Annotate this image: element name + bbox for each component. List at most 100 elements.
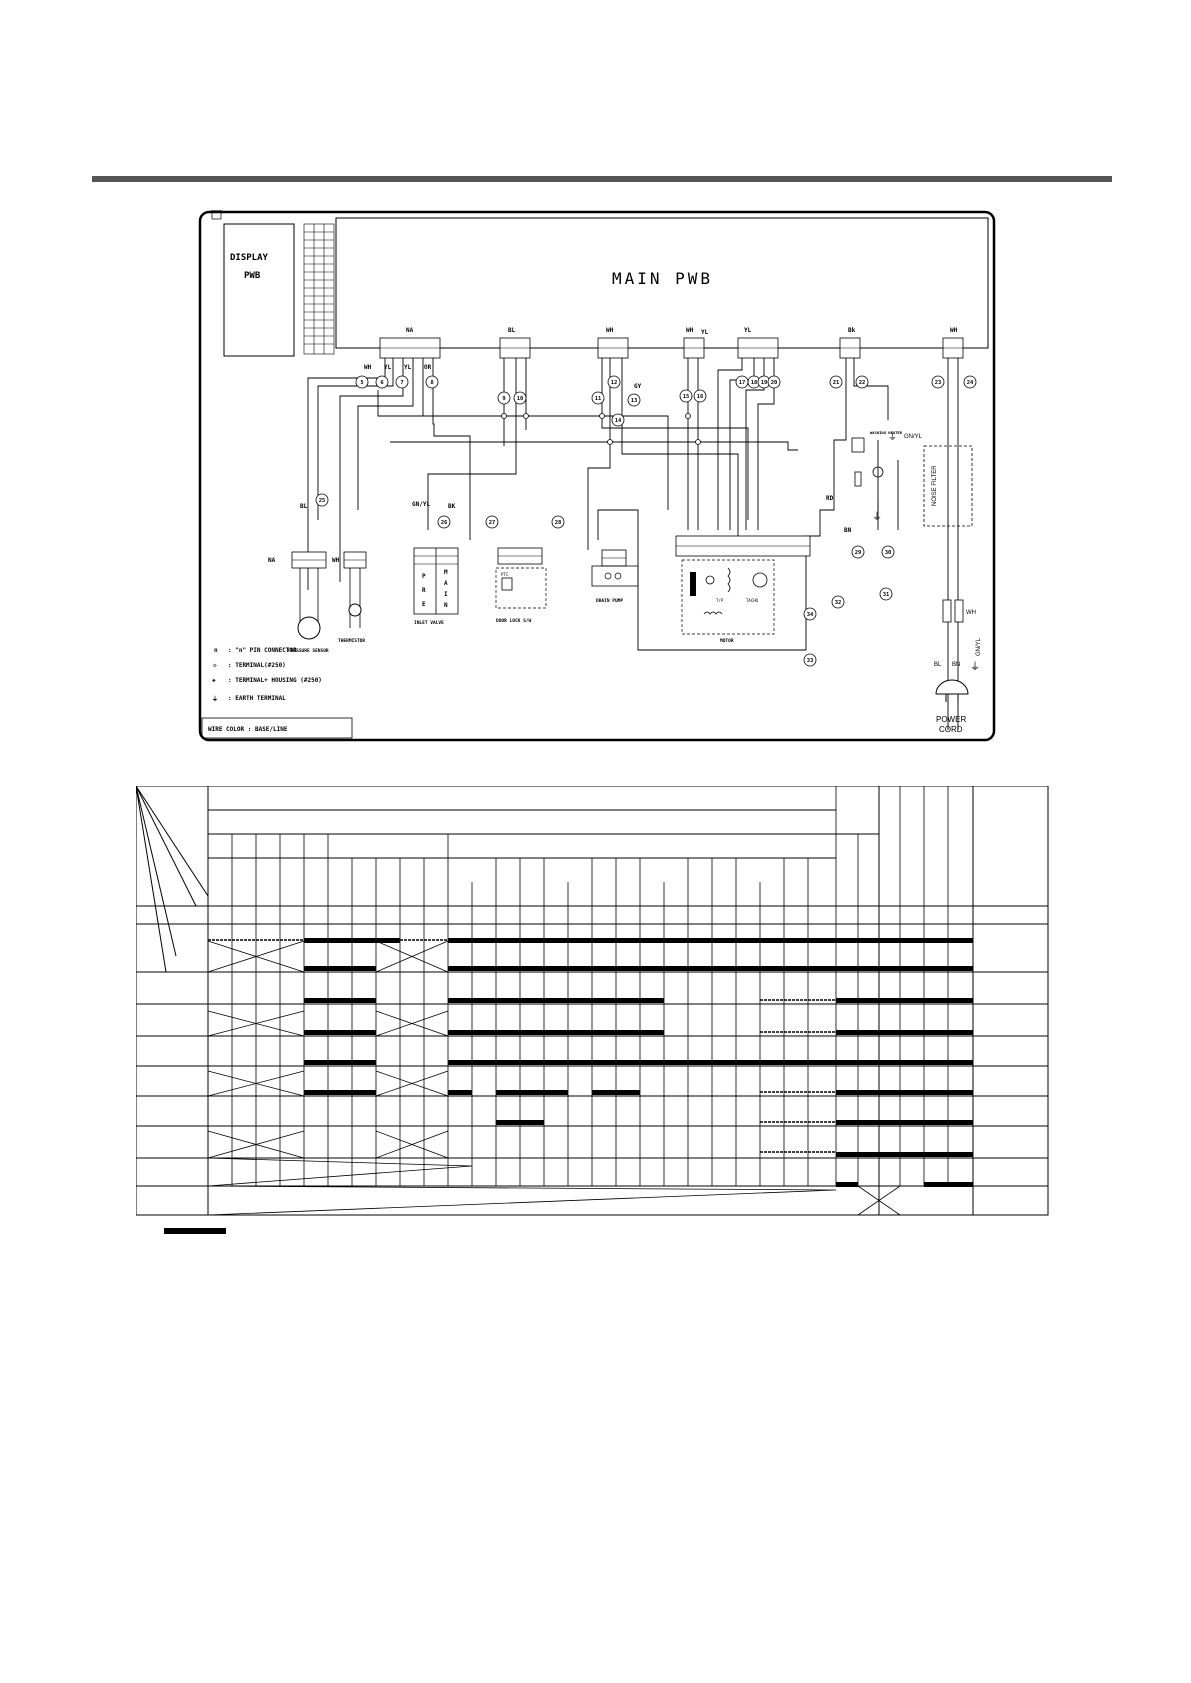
wire-color-note: WIRE COLOR : BASE/LINE bbox=[208, 726, 288, 733]
thermistor-label: THERMISTOR bbox=[338, 638, 365, 644]
circle-number: 13 bbox=[631, 398, 638, 404]
main-letter: N bbox=[444, 602, 448, 609]
circle-number: 14 bbox=[615, 418, 622, 424]
tp-label: T/P bbox=[716, 598, 724, 603]
timing-legend bbox=[164, 1228, 226, 1234]
circle-number: 28 bbox=[555, 520, 562, 526]
timing-chart bbox=[136, 786, 1049, 1234]
connector-bk-label: Bk bbox=[848, 327, 856, 334]
door-lock-label: DOOR LOCK S/W bbox=[496, 618, 532, 624]
circle-number: 19 bbox=[761, 380, 768, 386]
wire-color-box bbox=[201, 717, 353, 739]
wire-label: BK bbox=[448, 503, 456, 510]
power-bn-label: BN bbox=[952, 662, 960, 668]
legend-text: : EARTH TERMINAL bbox=[228, 695, 286, 702]
circle-number: 30 bbox=[885, 550, 892, 556]
circle-number: 32 bbox=[835, 600, 842, 606]
main-letter: M bbox=[444, 569, 448, 576]
circle-number: 17 bbox=[739, 380, 746, 386]
timing-cross-marks bbox=[207, 940, 901, 1216]
wire-hops bbox=[501, 413, 701, 445]
circle-number: 15 bbox=[683, 394, 690, 400]
circle-number: 22 bbox=[859, 380, 866, 386]
legend: n : "n" PIN CONNECTOR ◇ : TERMINAL(#250)… bbox=[211, 210, 322, 703]
diagram-frame bbox=[198, 210, 996, 742]
noise-filter-label: NOISE FILTER bbox=[932, 465, 938, 506]
ptc-label: PTC bbox=[501, 572, 509, 577]
circle-number: 20 bbox=[771, 380, 778, 386]
legend-text: : "n" PIN CONNECTOR bbox=[228, 647, 297, 654]
circle-number: 27 bbox=[489, 520, 496, 526]
legend-text: : TERMINAL+ HOUSING (#250) bbox=[228, 677, 322, 684]
connector-bk: Bk bbox=[839, 327, 861, 359]
noise-earth-icon: ⏚ bbox=[888, 432, 897, 443]
circle-number: 31 bbox=[883, 592, 890, 598]
thermistor: WH THERMISTOR bbox=[332, 551, 367, 644]
main-letter: I bbox=[444, 591, 448, 598]
power-gnyl-label: GN/YL bbox=[976, 637, 982, 656]
main-pwb-title: MAIN PWB bbox=[612, 269, 713, 288]
drain-pump: DRAIN PUMP bbox=[591, 549, 639, 604]
connector-wh-2: WH YL bbox=[683, 327, 709, 359]
circle-number: 7 bbox=[400, 380, 403, 386]
inlet-valve-label: INLET VALVE bbox=[414, 620, 444, 626]
display-connector-grid bbox=[303, 223, 335, 355]
heater-earth-icon: ⏚ bbox=[872, 511, 882, 523]
connector-wh-1-label: WH bbox=[606, 327, 614, 334]
circle-number: 33 bbox=[807, 658, 814, 664]
display-pwb-box bbox=[223, 223, 295, 357]
motor: T/P TACHO MOTOR bbox=[675, 535, 811, 644]
connector-wh-3: WH bbox=[942, 327, 964, 359]
timing-bars bbox=[304, 938, 973, 1187]
inlet-gnyl-label: GN/YL bbox=[412, 501, 430, 508]
pre-letter: R bbox=[422, 587, 426, 594]
circle-number: 26 bbox=[441, 520, 448, 526]
circle-number: 9 bbox=[502, 396, 505, 402]
wire-label: YL bbox=[404, 364, 412, 371]
pre-letter: E bbox=[422, 601, 426, 608]
pressure-sensor: NA PRESSURE SENSOR bbox=[268, 551, 329, 654]
display-label: DISPLAY bbox=[230, 253, 269, 263]
power-cord-label-2: CORD bbox=[939, 725, 963, 734]
noise-filter: NOISE FILTER GN/YL ⏚ bbox=[888, 432, 973, 527]
circle-number: 23 bbox=[935, 380, 942, 386]
legend-solid-bar bbox=[164, 1228, 226, 1234]
motor-label: MOTOR bbox=[720, 638, 734, 644]
tacho-label: TACHO bbox=[746, 598, 759, 603]
circle-number: 6 bbox=[380, 380, 384, 386]
circle-number: 16 bbox=[697, 394, 704, 400]
power-cord-label-1: POWER bbox=[936, 715, 966, 724]
power-bl-label: BL bbox=[934, 662, 942, 668]
wiring-diagram: DISPLAY PWB MAIN PWB NA BL WH WH YL YL bbox=[198, 210, 996, 742]
wiring-harness bbox=[307, 358, 959, 730]
connector-bl: BL bbox=[499, 327, 531, 359]
circle-number: 25 bbox=[319, 498, 326, 504]
power-earth-icon: ⏚ bbox=[970, 661, 980, 673]
pre-letter: P bbox=[422, 573, 426, 580]
thermistor-wh-label: WH bbox=[332, 557, 340, 564]
display-pwb-label: PWB bbox=[244, 271, 261, 281]
circle-number: 10 bbox=[517, 396, 524, 402]
wire-label: BL bbox=[300, 503, 308, 510]
connector-wh-2-sub: YL bbox=[701, 329, 709, 336]
connector-bl-label: BL bbox=[508, 327, 516, 334]
washing-heater-label: WASHING HEATER bbox=[870, 430, 903, 435]
main-letter: A bbox=[444, 580, 448, 587]
connector-wh-2-label: WH bbox=[686, 327, 694, 334]
connector-na: NA bbox=[379, 327, 441, 359]
wire-label: YL bbox=[384, 364, 392, 371]
pressure-na-label: NA bbox=[268, 557, 276, 564]
connector-wh-1: WH bbox=[597, 327, 629, 359]
earth-terminal-icon: ⏚ bbox=[212, 696, 218, 703]
circle-number: 34 bbox=[807, 612, 814, 618]
circle-markers: 5 6 7 8 9 10 11 12 13 14 15 16 17 18 19 … bbox=[315, 375, 977, 667]
terminal-housing-icon: ◈ bbox=[212, 677, 216, 684]
wire-label: BN bbox=[844, 527, 852, 534]
wire-label: RD bbox=[826, 495, 834, 502]
connector-wh-3-label: WH bbox=[950, 327, 958, 334]
header-rule bbox=[92, 176, 1112, 182]
wire-color-labels: WH YL YL OR GY BK RD BL BN PK bbox=[300, 364, 852, 544]
terminal-icon: ◇ bbox=[213, 662, 217, 669]
drain-pump-label: DRAIN PUMP bbox=[596, 598, 623, 604]
noise-gnyl-label: GN/YL bbox=[904, 434, 923, 440]
